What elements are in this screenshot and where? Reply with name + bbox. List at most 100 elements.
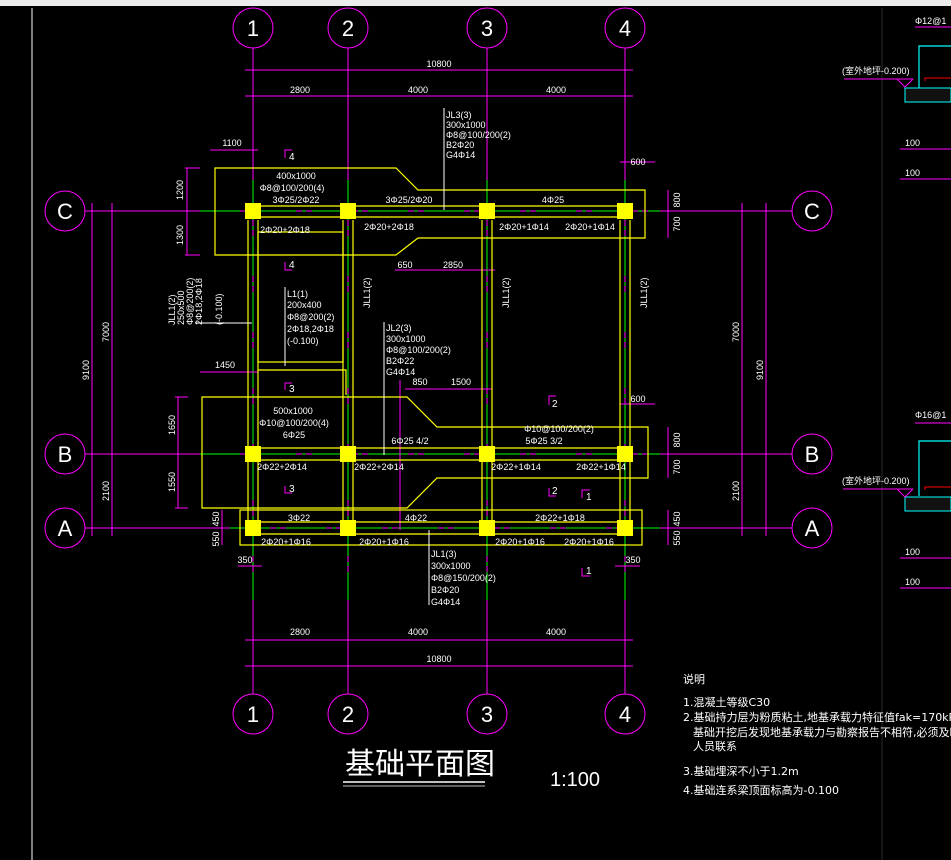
gravel-bed <box>904 496 951 512</box>
label-footing_c-bot-1: 2Φ20+2Φ18 <box>364 222 414 232</box>
label-dims-top_seg-0: 2800 <box>290 85 310 95</box>
label-dims-ra-1: 550 <box>672 530 682 545</box>
label-dims-left_total: 9100 <box>81 360 91 380</box>
label-axes-x-0: 1 <box>247 16 259 41</box>
label-footing_c-top2: 3Φ25/2Φ20 <box>386 195 433 205</box>
drawing-scale: 1:100 <box>550 769 600 791</box>
dimension-texts: 10800 2800 4000 4000 2800 4000 4000 1080… <box>81 59 765 664</box>
label-jl1-4: G4Φ14 <box>431 597 460 607</box>
label-dims-top_seg-1: 4000 <box>408 85 428 95</box>
polyline-mark <box>924 486 951 490</box>
label-dims-rc-0: 800 <box>672 192 682 207</box>
label-jl1-0: JL1(3) <box>431 549 457 559</box>
rect-mark <box>245 520 261 536</box>
label-footing_c-bot-3: 2Φ20+1Φ14 <box>565 222 615 232</box>
label-jll_left-0: JLL1(2) <box>167 294 177 325</box>
beam-jll1-left-label: JLL1(2) 250x500 Φ8@200(2) 2Φ18,2Φ18 (-0.… <box>167 278 224 325</box>
columns <box>245 203 633 536</box>
label-footing_b-bot-1: 2Φ22+2Φ14 <box>354 462 404 472</box>
label-l1-1: 200x400 <box>287 300 322 310</box>
label-axes-x-2: 3 <box>481 16 493 41</box>
label-sections-5: 2 <box>552 486 558 497</box>
polyline-mark <box>924 77 951 81</box>
beam-l1-outline <box>257 231 344 363</box>
label-side_detail-dim1: 100 <box>905 138 920 148</box>
circle-mark <box>791 190 833 232</box>
label-jl2-0: JL2(3) <box>386 323 412 333</box>
circle-mark <box>327 693 369 735</box>
label-side_detail-rebar1: Φ12@1 <box>915 16 946 26</box>
rect-mark <box>479 446 495 462</box>
label-sections-7: 1 <box>586 566 592 577</box>
label-jl1-3: B2Φ20 <box>431 585 459 595</box>
label-dims-top_seg-2: 4000 <box>546 85 566 95</box>
leader-lines <box>195 108 445 605</box>
circle-mark <box>44 507 86 549</box>
label-jl2-2: Φ8@100/200(2) <box>386 345 451 355</box>
rect-mark <box>245 203 261 219</box>
axis-bubble-b-left: B <box>44 433 86 475</box>
label-jl1-1: 300x1000 <box>431 561 471 571</box>
label-dims-d450: 450 <box>211 511 221 526</box>
label-dims-right_inner-1: 2100 <box>731 481 741 501</box>
footing-a-outline <box>239 509 643 546</box>
label-dims-d1200: 1200 <box>175 180 185 200</box>
rect-mark <box>340 203 356 219</box>
circle-mark <box>44 190 86 232</box>
axis-bubble-1-top: 1 <box>232 7 274 49</box>
circle-mark <box>232 693 274 735</box>
footing-a-annotation: 3Φ22 4Φ22 2Φ22+1Φ18 2Φ20+1Φ16 2Φ20+1Φ16 … <box>261 513 614 547</box>
label-dims-rb-0: 800 <box>672 432 682 447</box>
label-footing_a-bot-1: 2Φ20+1Φ16 <box>359 537 409 547</box>
label-footing_c-top3: 4Φ25 <box>542 195 564 205</box>
axis-bubble-2-bottom: 2 <box>327 693 369 735</box>
polyline-mark <box>581 568 590 577</box>
window-top-bar <box>0 0 951 6</box>
label-jll_label: JLL1(2) <box>501 277 511 308</box>
dimension-lines <box>91 69 767 667</box>
axis-bubble-2-top: 2 <box>327 7 369 49</box>
label-footing_a-bot-0: 2Φ20+1Φ16 <box>261 537 311 547</box>
label-footing_a-top-0: 3Φ22 <box>288 513 310 523</box>
label-dims-right_inner-0: 7000 <box>731 322 741 342</box>
label-dims-d1100: 1100 <box>222 138 241 148</box>
footing-c-outline <box>214 167 646 256</box>
label-dims-right_total: 9100 <box>755 360 765 380</box>
circle-mark <box>604 7 646 49</box>
label-jl1-2: Φ8@150/200(2) <box>431 573 496 583</box>
axis-bubble-a-right: A <box>791 507 833 549</box>
circle-mark <box>466 693 508 735</box>
label-jl2-3: B2Φ22 <box>386 356 414 366</box>
label-axes-x-1: 2 <box>342 16 354 41</box>
label-jll_left-4: (-0.100) <box>214 293 224 325</box>
polyline-mark <box>548 488 556 497</box>
label-axes-x-0: 1 <box>247 702 259 727</box>
label-dims-d1550: 1550 <box>167 472 177 492</box>
design-notes: 说明 1.混凝土等级C30 2.基础持力层为粉质粘土,地基承载力特征值fak=1… <box>683 672 951 797</box>
label-jl2-4: G4Φ14 <box>386 367 415 377</box>
axis-bubble-c-right: C <box>791 190 833 232</box>
label-dims-bot_total: 10800 <box>426 654 451 664</box>
label-side_detail-dim4: 100 <box>905 577 920 587</box>
axis-bubble-b-right: B <box>791 433 833 475</box>
label-l1-4: (-0.100) <box>287 336 319 346</box>
label-footing_b-top3: 5Φ25 3/2 <box>525 436 562 446</box>
label-jl3-2: Φ8@100/200(2) <box>446 130 511 140</box>
label-dims-left_inner-0: 7000 <box>101 322 111 342</box>
polyline-mark <box>581 489 590 498</box>
label-dims-d350a: 350 <box>237 555 252 565</box>
label-sections-6: 1 <box>586 492 592 503</box>
label-footing_c-size: 400x1000 <box>276 171 316 181</box>
label-axes-x-3: 4 <box>619 702 631 727</box>
label-dims-d550: 550 <box>211 531 221 546</box>
rect-mark <box>617 520 633 536</box>
label-dims-d600b: 600 <box>630 394 645 404</box>
label-footing_c-stirrup: Φ8@100/200(4) <box>260 183 325 193</box>
rect-mark <box>617 203 633 219</box>
axis-bubble-1-bottom: 1 <box>232 693 274 735</box>
circle-mark <box>232 7 274 49</box>
polyline-mark <box>918 45 951 90</box>
label-jl3-1: 300x1000 <box>446 120 486 130</box>
label-footing_c-bot-0: 2Φ20+2Φ18 <box>260 225 310 235</box>
